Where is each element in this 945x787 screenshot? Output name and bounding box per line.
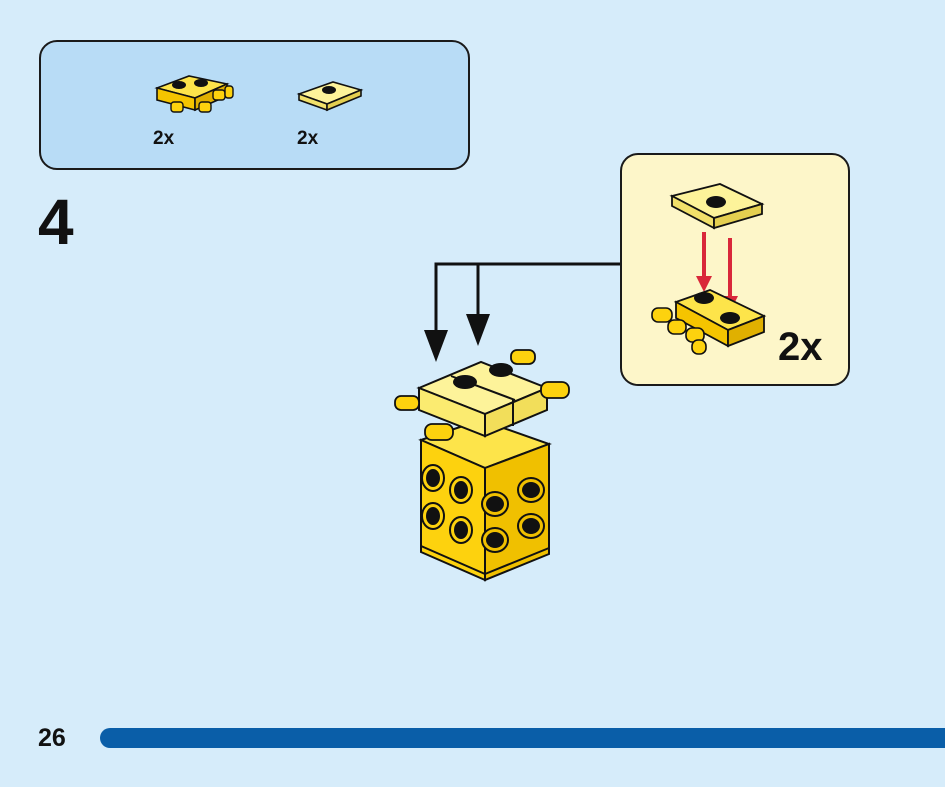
main-model-illustration — [394, 349, 570, 582]
side-studs-left — [421, 464, 473, 544]
part-count-1: 2x — [153, 128, 175, 149]
top-plate-assembly — [394, 349, 570, 441]
sub-assembly-illustration — [651, 183, 767, 355]
step-number: 4 — [38, 186, 74, 258]
callout-multiplier: 2x — [778, 325, 823, 369]
down-arrow-icon — [424, 330, 448, 362]
down-arrow-icon — [466, 314, 490, 346]
light-yellow-jumper-plate-icon — [296, 81, 364, 112]
progress-bar — [100, 728, 945, 748]
part-count-2: 2x — [297, 128, 319, 149]
side-studs-right — [481, 477, 545, 553]
parts-list-box: 2x 2x — [39, 40, 470, 170]
sub-assembly-callout: 2x — [620, 153, 850, 386]
page-number: 26 — [38, 724, 66, 752]
yellow-plate-with-bars-icon — [154, 75, 234, 113]
